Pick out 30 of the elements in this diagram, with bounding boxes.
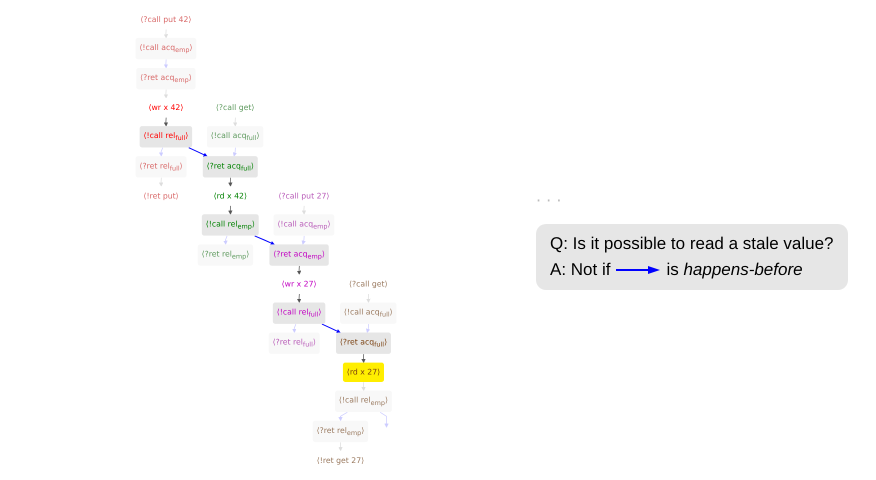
arrow	[366, 324, 370, 333]
answer-text: is happens-before	[666, 260, 803, 280]
arrow	[321, 324, 341, 334]
arrow	[361, 382, 366, 392]
arrow	[233, 117, 238, 127]
arrow	[366, 294, 370, 303]
arrow	[164, 89, 168, 98]
arrow	[223, 236, 228, 245]
arrow	[302, 236, 306, 245]
arrow	[164, 59, 168, 68]
arrow	[188, 147, 208, 157]
answer-text: A: Not if	[550, 260, 610, 280]
arrow	[232, 147, 237, 157]
arrow	[297, 266, 302, 275]
arrow	[338, 412, 348, 422]
arrow	[297, 294, 302, 303]
arrow	[338, 442, 343, 452]
arrow	[380, 412, 389, 428]
arrow	[302, 205, 306, 215]
arrow	[228, 177, 232, 187]
arrow	[158, 177, 164, 187]
question-text: Q: Is it possible to read a stale value?	[550, 234, 834, 254]
arrow	[292, 324, 296, 333]
arrow	[164, 117, 168, 127]
ellipsis: · · ·	[536, 190, 562, 210]
arrow	[228, 205, 232, 215]
arrow	[164, 29, 168, 38]
arrow	[254, 235, 275, 245]
arrow	[361, 354, 366, 364]
arrow	[158, 147, 164, 157]
